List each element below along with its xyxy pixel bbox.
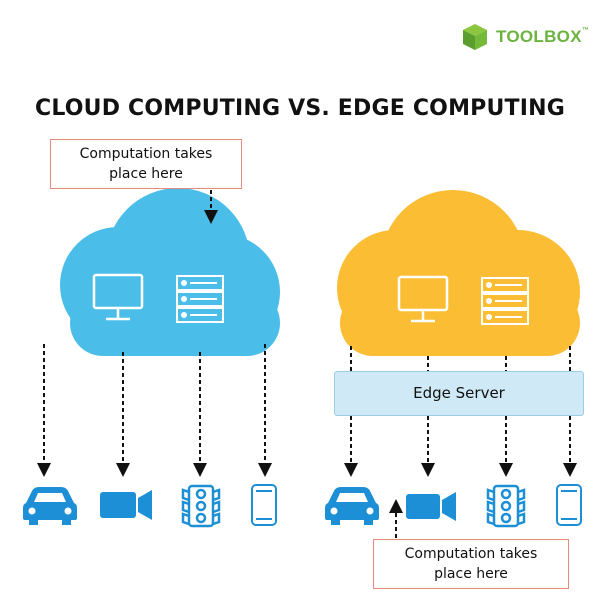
edge-to-device-arrows bbox=[344, 416, 577, 477]
cloud-to-device-arrows bbox=[37, 344, 272, 477]
server-rack-icon bbox=[481, 277, 529, 325]
callout-line: place here bbox=[434, 566, 508, 582]
cloud-computing-cloud bbox=[60, 188, 280, 356]
brand-name: TOOLBOX bbox=[496, 27, 582, 46]
traffic-light-icon bbox=[181, 484, 221, 528]
video-camera-icon bbox=[406, 492, 456, 521]
toolbox-logo: TOOLBOX™ bbox=[460, 22, 589, 52]
monitor-icon bbox=[397, 275, 449, 323]
page-title: CLOUD COMPUTING VS. EDGE COMPUTING bbox=[34, 96, 566, 121]
callout-line: Computation takes bbox=[79, 146, 213, 162]
callout-line: place here bbox=[109, 166, 183, 182]
traffic-light-icon bbox=[486, 484, 526, 528]
video-camera-icon bbox=[100, 490, 152, 520]
edge-computing-cloud bbox=[337, 190, 580, 356]
cloud-to-edge-links bbox=[350, 346, 571, 371]
car-icon bbox=[23, 487, 77, 525]
smartphone-icon bbox=[556, 484, 582, 526]
callout-line: Computation takes bbox=[404, 546, 538, 562]
smartphone-icon bbox=[251, 484, 277, 526]
toolbox-cube-icon bbox=[463, 24, 487, 50]
server-rack-icon bbox=[176, 275, 224, 323]
edge-server-box: Edge Server bbox=[334, 371, 584, 416]
monitor-icon bbox=[92, 273, 144, 321]
edge-computation-callout: Computation takes place here bbox=[373, 539, 569, 589]
brand-trademark: ™ bbox=[581, 27, 590, 34]
cloud-computation-callout: Computation takes place here bbox=[50, 139, 242, 189]
car-icon bbox=[325, 487, 379, 525]
